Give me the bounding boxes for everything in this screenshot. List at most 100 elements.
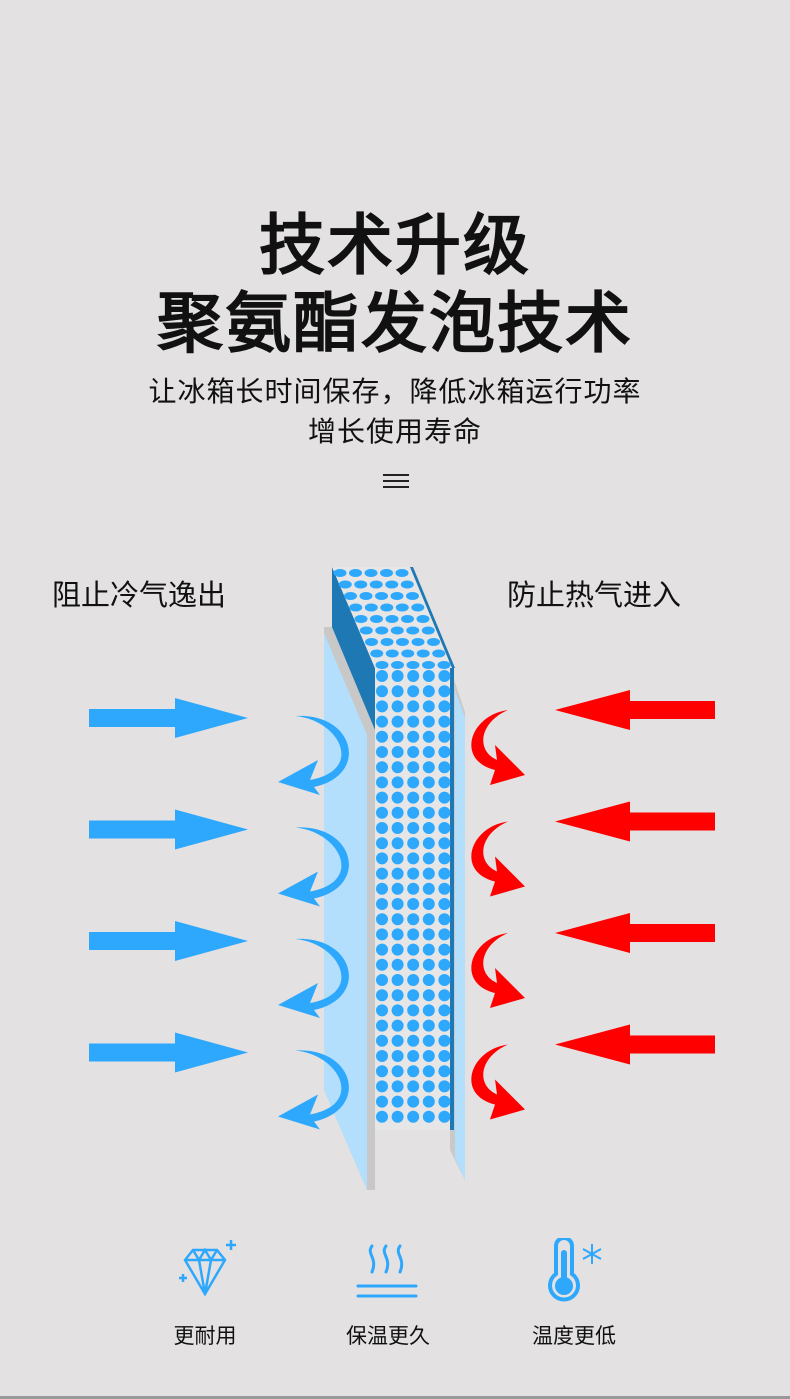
foam-dot [438,852,451,865]
hot-curved-arrow [471,710,525,785]
foam-dot [370,649,384,658]
foam-dot [376,685,388,698]
foam-dot [375,626,389,635]
foam-dot [391,806,404,819]
foam-dot [391,1019,404,1032]
foam-dot [438,670,451,682]
foam-dot [376,715,388,728]
foam-dot [438,898,451,910]
foam-dot [375,661,389,669]
foam-dot [437,661,451,669]
foam-dot [376,882,388,895]
foam-dot [438,1050,451,1062]
foam-dot [376,1004,388,1017]
foam-dot [391,1034,404,1047]
foam-dot [391,776,404,789]
foam-dot [349,569,362,577]
foam-dot [376,822,388,834]
foam-dot [422,1050,435,1062]
insulation-diagram [89,567,715,1190]
foam-dot [376,1019,388,1032]
foam-dot [376,1080,388,1093]
foam-dot [407,882,420,895]
foam-dot [407,943,420,956]
foam-dot [407,700,420,713]
foam-dot [422,974,435,986]
hot-arrow [555,913,715,953]
foam-dot [375,592,388,600]
foam-dot [391,685,404,698]
foam-dot [376,1110,388,1123]
feature-cold: 温度更低 [504,1236,644,1350]
foam-dot [438,1004,451,1017]
foam-dot [407,1034,420,1047]
foam-dot [438,1110,451,1123]
foam-dot [438,1080,451,1093]
foam-dot [422,943,435,956]
hot-arrow [555,1024,715,1065]
foam-dot [407,1019,420,1032]
subtitle-line-1: 让冰箱长时间保存，降低冰箱运行功率 [148,375,642,408]
foam-dot [391,746,404,758]
feature-label: 更耐用 [173,1324,237,1348]
foam-dot [376,867,388,880]
panel-side [332,567,375,730]
foam-dot [407,898,420,910]
foam-dot [376,1050,388,1062]
foam-dot [422,791,435,804]
foam-dot [376,806,388,819]
foam-dot [407,974,420,986]
foam-dot [438,791,451,804]
panel-top-edge [410,567,455,668]
feature-warm: 保温更久 [318,1238,458,1350]
hot-arrow [555,801,715,842]
foam-dot [391,898,404,910]
foam-dot [438,776,451,789]
foam-dot [344,592,357,600]
foam-dot [406,592,419,600]
foam-dot [354,615,368,623]
foam-dot [401,615,414,623]
subtitle-line-2: 增长使用寿命 [307,415,482,448]
foam-dot [391,974,404,986]
foam-dot [438,806,451,819]
foam-dot [438,867,451,880]
foam-dot [407,791,420,804]
foam-dot [407,685,420,698]
foam-dot [380,603,394,612]
foam-dot [407,806,420,819]
foam-dot [391,1050,404,1062]
foam-dot [407,928,420,941]
foam-dot [390,626,404,635]
foam-dot [422,730,435,743]
foam-dot [391,837,404,850]
foam-dot [376,761,388,774]
foam-dot [422,882,435,895]
foam-dot [376,670,388,682]
foam-dot [391,852,404,865]
foam-dot [407,867,420,880]
right-label: 防止热气进入 [507,578,682,612]
foam-dot [376,1095,388,1108]
foam-dot [406,661,420,669]
cold-curved-arrow [278,1050,349,1130]
divider-icon [383,474,409,492]
foam-dot [359,626,373,635]
foam-dot [395,569,409,577]
cold-curved-arrow [278,938,349,1018]
foam-dot [422,746,435,758]
foam-dot [376,928,388,941]
foam-dot [391,1065,404,1078]
foam-dot [391,791,404,804]
foam-dot [391,958,404,971]
foam-dot [391,943,404,956]
diamond-icon [179,1240,236,1297]
foam-dot [391,715,404,728]
foam-dot [422,1080,435,1093]
foam-dot [422,715,435,728]
foam-dot [422,685,435,698]
foam-dot [376,958,388,971]
foam-dot [416,649,430,658]
foam-dot [407,746,420,758]
foam-dot [411,603,425,612]
